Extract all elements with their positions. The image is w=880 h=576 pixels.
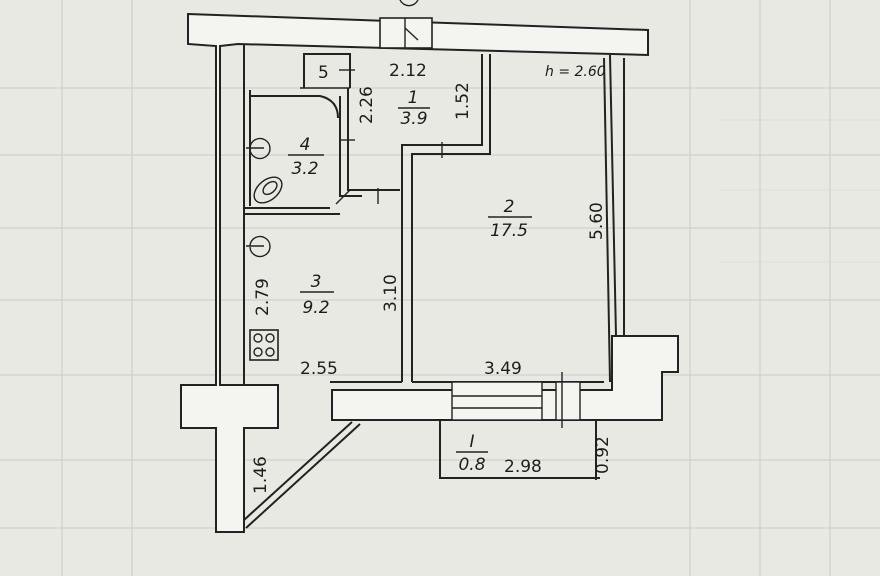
svg-text:0.8: 0.8 <box>458 455 485 475</box>
room-2-label: 2 17.5 <box>488 197 532 241</box>
dim-loggia-depth: 0.92 <box>593 436 613 474</box>
svg-text:9.2: 9.2 <box>302 298 329 318</box>
dim-kitchen-wall: 2.79 <box>253 278 273 316</box>
bathroom-fixtures <box>246 137 283 258</box>
svg-text:1: 1 <box>408 88 419 108</box>
loggia-label: I 0.8 <box>456 432 488 475</box>
room-5-label: 5 <box>318 63 329 83</box>
dim-living-height: 5.60 <box>587 202 607 240</box>
dim-kitchen-width: 2.55 <box>300 359 338 379</box>
svg-text:3: 3 <box>311 272 322 292</box>
svg-text:4: 4 <box>300 135 311 155</box>
dim-hall-height: 1.52 <box>453 82 473 120</box>
svg-text:I: I <box>469 432 474 452</box>
dim-hall-width: 2.12 <box>389 61 427 81</box>
svg-text:3.2: 3.2 <box>291 159 318 179</box>
entrance-door[interactable] <box>379 0 433 49</box>
outer-walls <box>180 12 679 533</box>
dim-corner-length: 1.46 <box>251 456 271 494</box>
loggia <box>439 420 600 480</box>
stove-icon <box>249 329 279 361</box>
room-1-label: 1 3.9 <box>398 88 430 129</box>
dim-loggia-width: 2.98 <box>504 457 542 477</box>
room-3-label: 3 9.2 <box>300 272 334 318</box>
dim-living-width: 3.49 <box>484 359 522 379</box>
wall-ticks <box>339 69 443 204</box>
room-4-label: 4 3.2 <box>288 135 324 179</box>
svg-text:17.5: 17.5 <box>490 221 528 241</box>
svg-text:3.9: 3.9 <box>400 109 427 129</box>
dim-kitchen-height: 3.10 <box>381 274 401 312</box>
ceiling-height: h = 2.60 <box>545 64 606 80</box>
svg-text:2: 2 <box>504 197 515 217</box>
svg-text:5: 5 <box>318 63 329 83</box>
balcony-door[interactable] <box>451 372 581 428</box>
interior-walls <box>244 53 611 383</box>
dim-bath-height: 2.26 <box>357 86 377 124</box>
